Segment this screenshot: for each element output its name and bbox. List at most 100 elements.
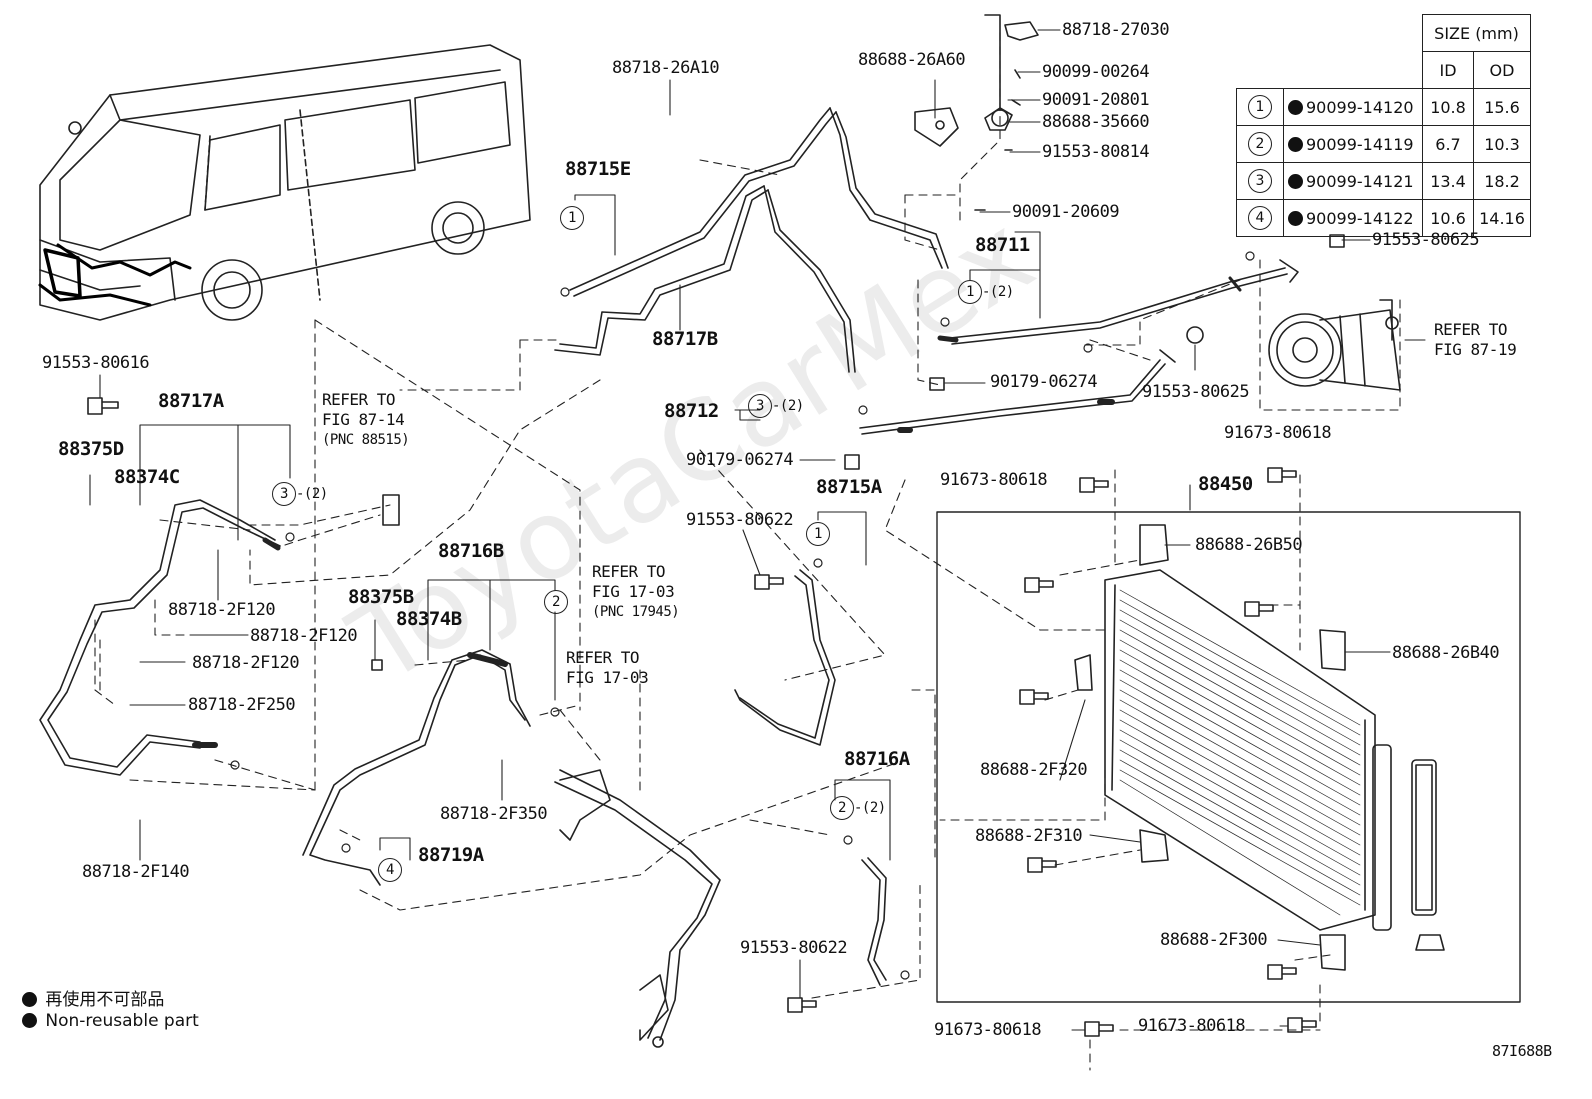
figure-code: 87I688B — [1492, 1042, 1552, 1060]
row-number: 4 — [1248, 206, 1272, 230]
o-rings — [230, 251, 1255, 980]
callout-90179-06274: 90179-06274 — [686, 450, 794, 470]
refer-line: REFER TO — [1434, 320, 1508, 339]
dashed-lines — [94, 29, 1401, 1071]
row-od: 15.6 — [1473, 88, 1531, 126]
callout-88718-2f120: 88718-2F120 — [168, 600, 276, 620]
callout-91673-80618: 91673-80618 — [934, 1020, 1042, 1040]
callout-88688-26b40: 88688-26B40 — [1392, 643, 1500, 663]
qty-mark: -(2) — [982, 284, 1014, 300]
callout-88375b: 88375B — [348, 586, 414, 608]
callout-90099-00264: 90099-00264 — [1042, 62, 1150, 82]
legend-jp: 再使用不可部品 — [22, 985, 164, 1010]
callout-88688-35660: 88688-35660 — [1042, 112, 1150, 132]
compressor — [1268, 299, 1401, 391]
non-reusable-dot-icon — [1288, 136, 1303, 152]
callout-88717b: 88717B — [652, 328, 718, 350]
callout-88688-26b50: 88688-26B50 — [1195, 535, 1303, 555]
non-reusable-dot-icon — [22, 1013, 37, 1028]
non-reusable-dot-icon — [22, 992, 37, 1007]
callout-88711: 88711 — [975, 234, 1030, 256]
callout-91553-80625: 91553-80625 — [1372, 230, 1480, 250]
row-id: 6.7 — [1422, 125, 1474, 163]
callout-88718-26a10: 88718-26A10 — [612, 58, 720, 78]
hose-88716a — [861, 857, 887, 986]
callout-91553-80814: 91553-80814 — [1042, 142, 1150, 162]
callout-88718-2f120: 88718-2F120 — [250, 626, 358, 646]
circle-mark: 1 — [560, 206, 584, 230]
callout-88718-2f120: 88718-2F120 — [192, 653, 300, 673]
callout-91553-80616: 91553-80616 — [42, 353, 150, 373]
circle-mark: 4 — [378, 858, 402, 882]
callout-91553-80622: 91553-80622 — [686, 510, 794, 530]
callout-88718-27030: 88718-27030 — [1062, 20, 1170, 40]
callout-91673-80618: 91673-80618 — [1138, 1016, 1246, 1036]
callout-88718-2f140: 88718-2F140 — [82, 862, 190, 882]
callout-88374c: 88374C — [114, 466, 180, 488]
refer-line: (PNC 88515) — [322, 432, 410, 448]
legend-en-text: Non-reusable part — [45, 1011, 199, 1031]
size-row: 4 90099-14122 10.6 14.16 — [1236, 199, 1531, 237]
non-reusable-dot-icon — [1288, 173, 1303, 189]
callout-91673-80618: 91673-80618 — [1224, 423, 1332, 443]
refer-line: FIG 17-03 — [592, 582, 675, 601]
leader-lines — [89, 29, 1426, 1031]
callout-90091-20801: 90091-20801 — [1042, 90, 1150, 110]
qty-mark: -(2) — [772, 398, 804, 414]
callout-88715e: 88715E — [565, 158, 631, 180]
refer-line: (PNC 17945) — [592, 604, 680, 620]
tube-bundle — [554, 769, 721, 1048]
condenser — [936, 511, 1521, 1003]
callout-88716a: 88716A — [844, 748, 910, 770]
row-number: 3 — [1248, 169, 1272, 193]
row-id: 13.4 — [1422, 162, 1474, 200]
callout-88718-2f250: 88718-2F250 — [188, 695, 296, 715]
callout-88712: 88712 — [664, 400, 719, 422]
hose-88715e — [569, 107, 949, 297]
refer-line: REFER TO — [566, 648, 640, 667]
row-part: 90099-14119 — [1306, 134, 1414, 154]
qty-mark: -(2) — [854, 800, 886, 816]
refer-line: REFER TO — [592, 562, 666, 581]
circle-mark: 1 — [958, 280, 982, 304]
row-number: 1 — [1248, 95, 1272, 119]
hose-88717a — [39, 499, 281, 776]
hose-88715a — [734, 569, 836, 746]
row-part: 90099-14122 — [1306, 208, 1414, 228]
row-part: 90099-14120 — [1306, 97, 1414, 117]
circle-mark: 1 — [806, 522, 830, 546]
callout-88688-2f310: 88688-2F310 — [975, 826, 1083, 846]
callout-88374b: 88374B — [396, 608, 462, 630]
size-table: SIZE (mm) ID OD 1 90099-14120 10.8 15.6 … — [1236, 14, 1531, 237]
bracket-26a60 — [914, 14, 1039, 211]
circle-mark: 2 — [830, 796, 854, 820]
circle-mark: 3 — [748, 394, 772, 418]
size-col-od: OD — [1473, 51, 1531, 89]
callout-88717a: 88717A — [158, 390, 224, 412]
callout-91553-80622: 91553-80622 — [740, 938, 848, 958]
callout-91553-80625: 91553-80625 — [1142, 382, 1250, 402]
refer-to-fig-87-14: REFER TO FIG 87-14 (PNC 88515) — [322, 390, 410, 450]
callout-88450: 88450 — [1198, 473, 1253, 495]
refer-line: FIG 87-14 — [322, 410, 405, 429]
hose-88717b — [554, 185, 856, 373]
legend-en: Non-reusable part — [22, 1011, 199, 1031]
size-row: 1 90099-14120 10.8 15.6 — [1236, 88, 1531, 126]
circle-mark: 3 — [272, 482, 296, 506]
callout-88719a: 88719A — [418, 844, 484, 866]
non-reusable-dot-icon — [1288, 99, 1303, 115]
callout-88716b: 88716B — [438, 540, 504, 562]
row-id: 10.8 — [1422, 88, 1474, 126]
refer-to-fig-17-03: REFER TO FIG 17-03 — [566, 648, 649, 688]
row-od: 18.2 — [1473, 162, 1531, 200]
legend-jp-text: 再使用不可部品 — [45, 990, 165, 1010]
callout-88688-26a60: 88688-26A60 — [858, 50, 966, 70]
refer-line: REFER TO — [322, 390, 396, 409]
row-od: 14.16 — [1473, 199, 1531, 237]
refer-line: FIG 17-03 — [566, 668, 649, 687]
row-part: 90099-14121 — [1306, 171, 1414, 191]
refer-to-fig-17-03: REFER TO FIG 17-03 (PNC 17945) — [592, 562, 680, 622]
row-number: 2 — [1248, 132, 1272, 156]
refer-line: FIG 87-19 — [1434, 340, 1517, 359]
